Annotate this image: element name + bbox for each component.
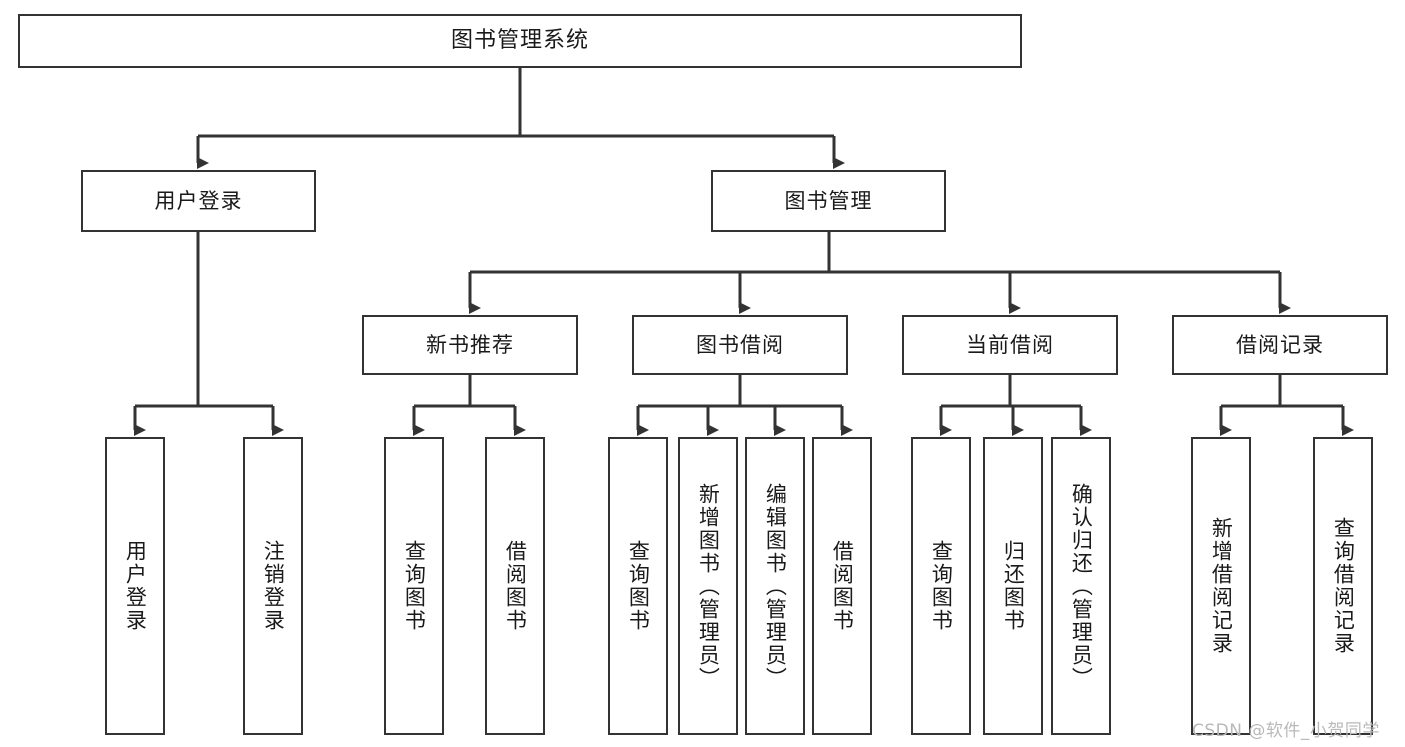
node-label: 用户登录 <box>154 188 243 213</box>
node-label: 图书管理系统 <box>450 28 589 53</box>
node-leaf-add-borrow-record[interactable]: 新增借阅记录 <box>1191 437 1251 735</box>
node-level2-user-login[interactable]: 用户登录 <box>81 170 316 232</box>
node-label: 查询借阅记录 <box>1331 517 1356 655</box>
node-level3-borrow-record[interactable]: 借阅记录 <box>1172 315 1388 375</box>
node-label: 图书管理 <box>784 188 873 213</box>
node-label: 新书推荐 <box>426 332 514 357</box>
node-label: 借阅图书 <box>830 540 855 632</box>
node-leaf-query-book-recommend[interactable]: 查询图书 <box>384 437 444 735</box>
node-label: 新增图书（管理员） <box>696 482 721 690</box>
node-label: 归还图书 <box>1001 540 1026 632</box>
node-level3-book-borrow[interactable]: 图书借阅 <box>632 315 848 375</box>
node-root[interactable]: 图书管理系统 <box>18 14 1022 68</box>
node-leaf-return-book[interactable]: 归还图书 <box>983 437 1043 735</box>
node-leaf-query-book-borrow[interactable]: 查询图书 <box>608 437 668 735</box>
node-label: 借阅图书 <box>503 540 528 632</box>
watermark-text: CSDN @软件_小贺同学 <box>1192 721 1380 741</box>
node-leaf-edit-book-admin[interactable]: 编辑图书（管理员） <box>745 437 805 735</box>
node-leaf-user-login[interactable]: 用户登录 <box>105 437 165 735</box>
node-label: 查询图书 <box>626 540 651 632</box>
node-leaf-logout-login[interactable]: 注销登录 <box>243 437 303 735</box>
node-leaf-borrow-book[interactable]: 借阅图书 <box>812 437 872 735</box>
node-level2-book-management[interactable]: 图书管理 <box>711 170 946 232</box>
node-label: 当前借阅 <box>966 332 1054 357</box>
node-leaf-query-book-current[interactable]: 查询图书 <box>911 437 971 735</box>
node-level3-new-book-recommend[interactable]: 新书推荐 <box>362 315 578 375</box>
node-label: 确认归还（管理员） <box>1069 482 1094 690</box>
node-leaf-borrow-book-recommend[interactable]: 借阅图书 <box>485 437 545 735</box>
node-label: 查询图书 <box>929 540 954 632</box>
node-label: 注销登录 <box>261 540 286 632</box>
node-label: 新增借阅记录 <box>1209 517 1234 655</box>
node-leaf-confirm-return-admin[interactable]: 确认归还（管理员） <box>1051 437 1111 735</box>
node-label: 图书借阅 <box>696 332 784 357</box>
node-label: 编辑图书（管理员） <box>763 482 788 690</box>
node-label: 借阅记录 <box>1236 332 1324 357</box>
node-leaf-query-borrow-record[interactable]: 查询借阅记录 <box>1313 437 1373 735</box>
node-label: 查询图书 <box>402 540 427 632</box>
node-level3-current-borrow[interactable]: 当前借阅 <box>902 315 1118 375</box>
node-leaf-add-book-admin[interactable]: 新增图书（管理员） <box>678 437 738 735</box>
node-label: 用户登录 <box>123 540 148 632</box>
